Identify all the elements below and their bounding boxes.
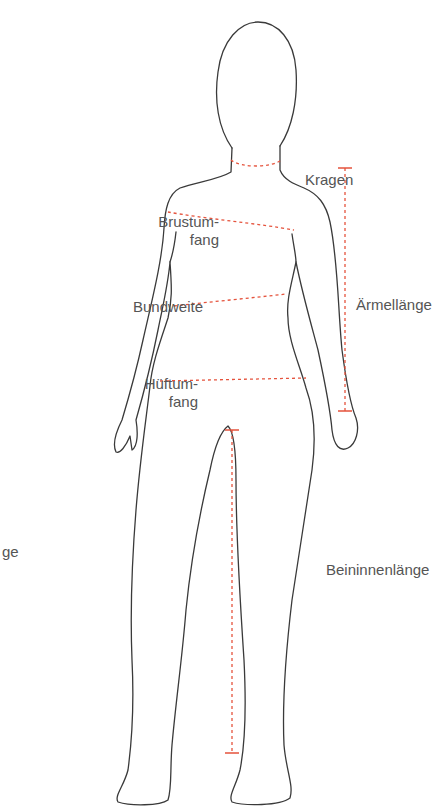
measure-label: Brustum- fang bbox=[158, 213, 219, 249]
measure-label: Ärmellänge bbox=[356, 296, 432, 314]
measure-label: Hüftum- fang bbox=[145, 375, 198, 411]
measure-label: Bundweite bbox=[133, 298, 203, 316]
measure-label: Beininnenlänge bbox=[326, 561, 429, 579]
measure-label: Kragen bbox=[305, 171, 353, 189]
partial-label: ge bbox=[2, 543, 19, 561]
